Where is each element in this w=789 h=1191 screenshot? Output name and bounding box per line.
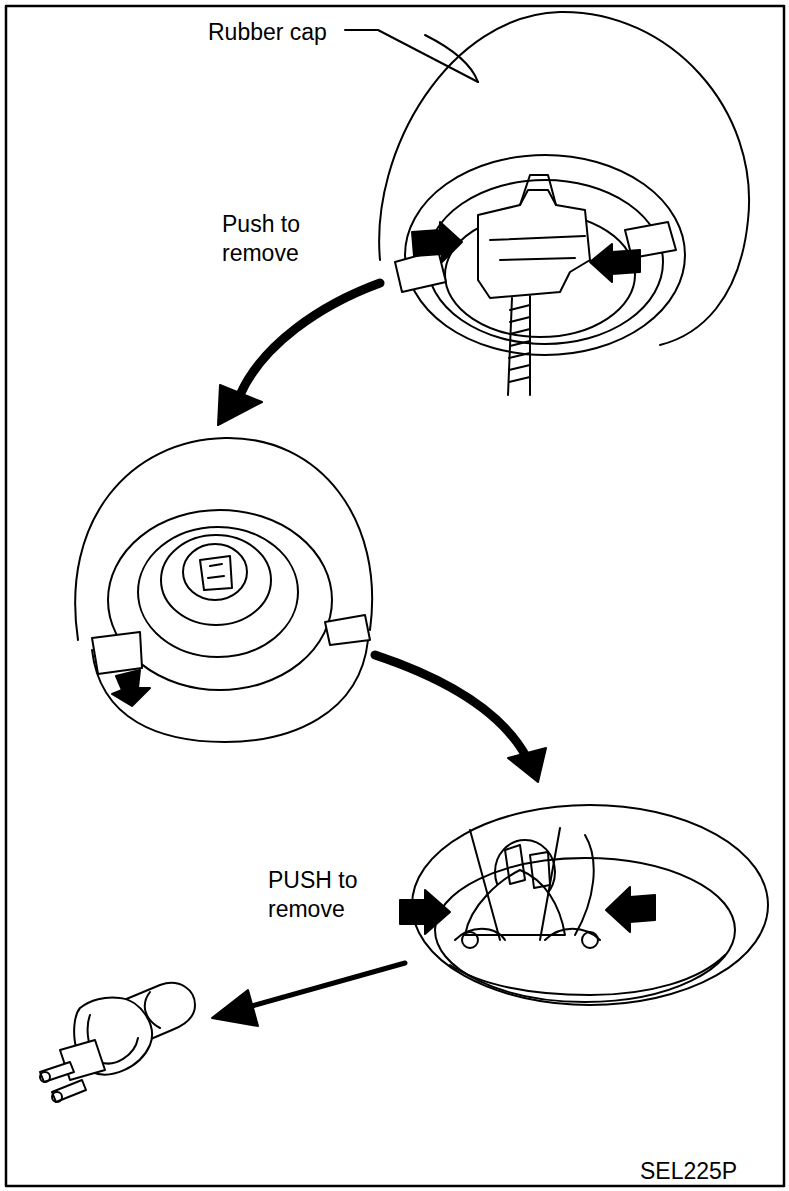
rubber-cap [405, 155, 685, 355]
housing-ring [435, 858, 735, 1002]
lamp-housing [412, 805, 768, 1005]
push-arrow [412, 222, 462, 262]
rubber-cap-view [345, 12, 749, 395]
step-arrow-head [508, 748, 546, 782]
step-arrow [245, 963, 405, 1008]
step-arrow [375, 655, 528, 760]
connector-detail [490, 236, 585, 260]
bulb-prong [40, 1072, 50, 1082]
step-arrow-head [218, 385, 262, 425]
bulb-base [183, 544, 247, 600]
figure-code: SEL225P [640, 1157, 780, 1186]
instruction-note: PUSH to remove [268, 866, 393, 924]
bulb-prong [52, 1092, 62, 1102]
push-arrow [590, 244, 640, 282]
socket-ring [161, 535, 271, 625]
lamp-housing [379, 12, 749, 345]
spring-eye [582, 932, 598, 948]
bulb-terminal [505, 845, 550, 888]
halogen-bulb [40, 983, 195, 1102]
bulb-prong [52, 1080, 86, 1102]
push-arrow [400, 890, 450, 934]
socket-view [75, 438, 372, 742]
wire [508, 296, 530, 395]
push-arrow [112, 670, 150, 706]
step-arrow-head [212, 990, 258, 1026]
clip-tab [325, 615, 370, 645]
step-arrow [240, 283, 380, 395]
lamp-housing [75, 438, 372, 640]
leader-line [345, 30, 478, 82]
instruction-note: Push to remove [222, 210, 342, 268]
cap-ring [427, 180, 663, 344]
socket-ring [138, 527, 298, 657]
bulb-spring-view [412, 805, 768, 1005]
spring-eye [462, 932, 478, 948]
bulb-prong [40, 1062, 74, 1082]
connector-latch [520, 175, 556, 205]
push-arrow [606, 887, 655, 932]
part-name: Rubber cap [208, 18, 408, 47]
bulb-terminal [200, 556, 232, 590]
wire-hatch [509, 305, 530, 382]
connector [478, 190, 590, 298]
frame [6, 6, 784, 1186]
clip-tab [92, 632, 142, 674]
housing-ring [450, 955, 725, 995]
spring-wire [470, 828, 594, 940]
